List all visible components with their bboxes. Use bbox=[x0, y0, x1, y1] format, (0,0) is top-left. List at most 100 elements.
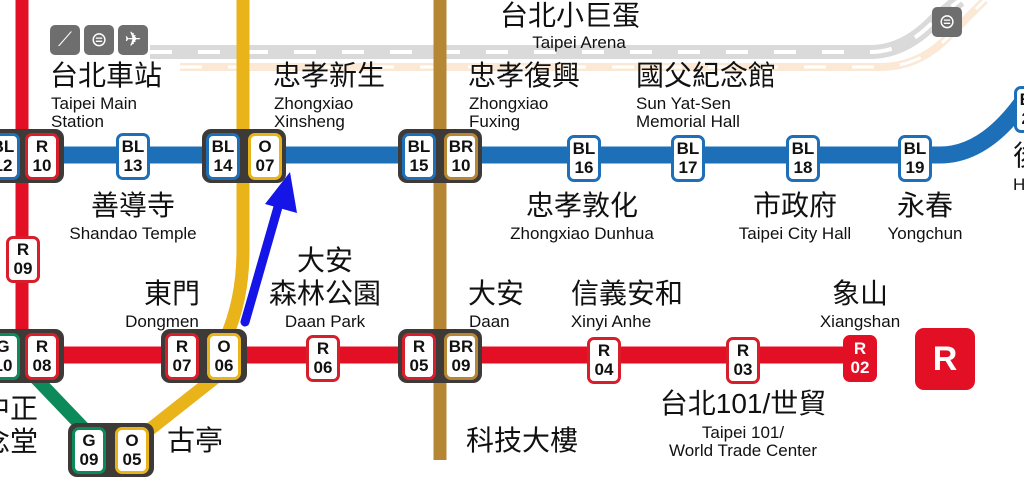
badge-line: R bbox=[35, 137, 49, 156]
badge-line: R bbox=[597, 341, 611, 360]
badge-number: 06 bbox=[313, 358, 333, 377]
station-name-en: Taipei Main bbox=[51, 94, 137, 113]
station-name-zh: 古亭 bbox=[167, 425, 224, 456]
station-name-zh: 中正 bbox=[0, 393, 38, 424]
taiwan-railway-icon: ⊜ bbox=[84, 25, 114, 55]
pointer-arrow-head bbox=[265, 172, 297, 213]
station-name-en: Taipei City Hall bbox=[738, 224, 852, 243]
badge-line: BL bbox=[572, 139, 596, 158]
badge-line: G bbox=[0, 337, 10, 356]
station-name-zh: 東門 bbox=[143, 278, 201, 309]
station-name-zh: 忠孝敦化 bbox=[525, 190, 639, 221]
station-name-en: H bbox=[1013, 175, 1024, 194]
station-name-en: Memorial Hall bbox=[636, 112, 740, 131]
badge-number: 08 bbox=[32, 356, 52, 375]
badge-line: BL bbox=[211, 137, 235, 156]
station-name-zh: 信義安和 bbox=[570, 278, 684, 309]
station-badge-g10[interactable]: G10 bbox=[0, 333, 20, 380]
pointer-arrow-shaft bbox=[240, 195, 285, 327]
badge-number: 10 bbox=[32, 156, 52, 175]
badge-line: BL bbox=[676, 139, 700, 158]
badge-line: O bbox=[125, 431, 139, 450]
badge-line: G bbox=[82, 431, 96, 450]
station-name-en: Daan Park bbox=[284, 312, 366, 331]
station-name-zh: 台北車站 bbox=[50, 60, 163, 91]
badge-number: 17 bbox=[678, 158, 698, 177]
station-name-en: Zhongxiao bbox=[274, 94, 354, 113]
badge-number: 16 bbox=[574, 158, 594, 177]
station-name-en: Sun Yat-Sen bbox=[636, 94, 731, 113]
badge-line: R bbox=[35, 337, 49, 356]
badge-line: R bbox=[853, 339, 867, 358]
taiwan-railway-icon: ⊜ bbox=[932, 7, 962, 37]
station-name-zh: 象山 bbox=[831, 278, 889, 309]
badge-line: BL bbox=[121, 137, 145, 156]
station-name-en: Zhongxiao Dunhua bbox=[510, 224, 654, 243]
station-name-zh: 森林公園 bbox=[268, 278, 382, 309]
station-name-en: Station bbox=[51, 112, 104, 131]
badge-line: R bbox=[412, 337, 426, 356]
station-name-en: Taipei Arena bbox=[532, 33, 626, 52]
station-name-en: Xinyi Anhe bbox=[570, 312, 652, 331]
station-badge-bl12[interactable]: BL12 bbox=[0, 133, 20, 180]
badge-number: 14 bbox=[213, 156, 233, 175]
badge-number: 12 bbox=[0, 156, 13, 175]
station-name-zh: 台北小巨蛋 bbox=[500, 0, 641, 31]
badge-number: 19 bbox=[905, 158, 925, 177]
badge-line: BL bbox=[791, 139, 815, 158]
station-name-en: Xinsheng bbox=[274, 112, 345, 131]
station-name-zh: 台北101/世貿 bbox=[659, 388, 827, 419]
badge-line: BL bbox=[407, 137, 431, 156]
station-badge-bl20[interactable]: BL20 bbox=[1014, 86, 1024, 133]
badge-number: 03 bbox=[733, 360, 753, 379]
station-name-zh: 大安 bbox=[296, 245, 354, 276]
airport-icon: ✈ bbox=[118, 25, 148, 55]
badge-number: 10 bbox=[451, 156, 471, 175]
badge-number: 06 bbox=[214, 356, 234, 375]
badge-line: BL bbox=[1017, 90, 1024, 109]
airport-line-dashes bbox=[180, 0, 987, 69]
station-name-en: Taipei 101/ bbox=[701, 423, 785, 442]
badge-number: 02 bbox=[850, 358, 870, 377]
badge-line: O bbox=[217, 337, 231, 356]
station-name-en: Xiangshan bbox=[819, 312, 901, 331]
badge-number: 09 bbox=[13, 259, 33, 278]
badge-number: 05 bbox=[409, 356, 429, 375]
badge-number: 07 bbox=[255, 156, 275, 175]
badge-line: BR bbox=[448, 137, 474, 156]
red-line-logo[interactable]: R bbox=[915, 328, 975, 390]
station-name-zh: 科技大樓 bbox=[466, 425, 579, 456]
badge-number: 09 bbox=[451, 356, 471, 375]
badge-line: R bbox=[16, 240, 30, 259]
badge-number: 10 bbox=[0, 356, 13, 375]
badge-line: O bbox=[258, 137, 272, 156]
station-name-zh: 國父紀念館 bbox=[636, 60, 777, 91]
station-name-zh: 市政府 bbox=[752, 190, 838, 221]
badge-line: R bbox=[316, 339, 330, 358]
badge-line: R bbox=[175, 337, 189, 356]
badge-line: BL bbox=[903, 139, 927, 158]
station-name-en: Yongchun bbox=[887, 224, 963, 243]
